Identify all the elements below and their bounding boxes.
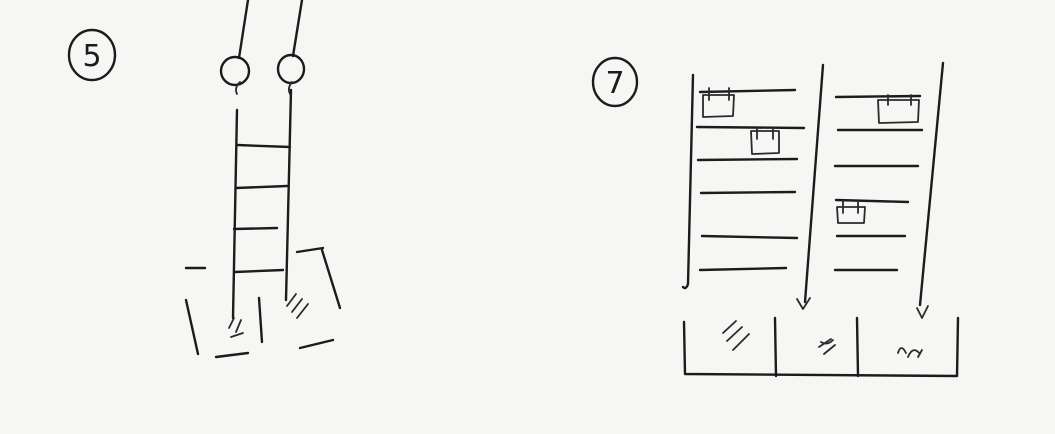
shelf-feet [797, 298, 928, 318]
box-icon [837, 201, 865, 223]
box-icon [878, 95, 919, 123]
right-rope [293, 0, 302, 56]
hatch-mark [287, 294, 308, 318]
left-pulley-icon [221, 57, 249, 85]
ladder-rung [236, 186, 287, 188]
ladder [233, 90, 291, 318]
pit-right-wall [322, 250, 340, 308]
figure-7-label: 7 [593, 58, 637, 106]
upright-right [920, 63, 943, 305]
pit-divider [259, 298, 262, 342]
ladder-rung [237, 145, 290, 147]
trough-divider [775, 318, 776, 376]
hatch-mark [819, 339, 835, 354]
figure-5: 5 [69, 0, 340, 357]
ladder-rung [235, 270, 283, 272]
upright-middle [805, 65, 823, 302]
right-pulley-icon [278, 55, 304, 83]
ground-line-right [297, 248, 323, 252]
boxes-on-shelves [703, 88, 919, 223]
shelf-board [702, 236, 797, 238]
figure-7-label-number: 7 [605, 66, 624, 101]
shelf-board [697, 127, 804, 128]
figure-7: 7 [593, 58, 958, 376]
hatch-mark [723, 321, 749, 350]
foot-mark [797, 298, 810, 309]
pit-left-wall [186, 300, 198, 354]
ladder-left-rail [233, 110, 237, 318]
trough-divider [857, 318, 858, 376]
shelf-board [836, 96, 920, 97]
ladder-rung [234, 228, 277, 229]
trough-outline [684, 318, 958, 376]
left-rope [239, 0, 248, 58]
base-trough [684, 318, 958, 376]
shelf-board [700, 90, 795, 92]
pit-floor [300, 340, 333, 348]
figure-5-label: 5 [69, 30, 115, 80]
shelf-board [701, 192, 795, 193]
pulley-rings [221, 55, 304, 94]
suspension-ropes [239, 0, 302, 58]
pit-floor [216, 353, 248, 357]
ground-pit [186, 248, 340, 357]
upright-left [683, 75, 693, 288]
shelf-board [698, 159, 797, 160]
foot-mark [917, 306, 928, 318]
shelf-board [700, 268, 786, 270]
ladder-right-rail [286, 90, 291, 300]
shelf-board [836, 200, 908, 202]
figure-5-label-number: 5 [82, 39, 101, 74]
hatch-mark [898, 348, 922, 357]
hatch-mark [229, 318, 243, 337]
box-icon [751, 128, 779, 154]
